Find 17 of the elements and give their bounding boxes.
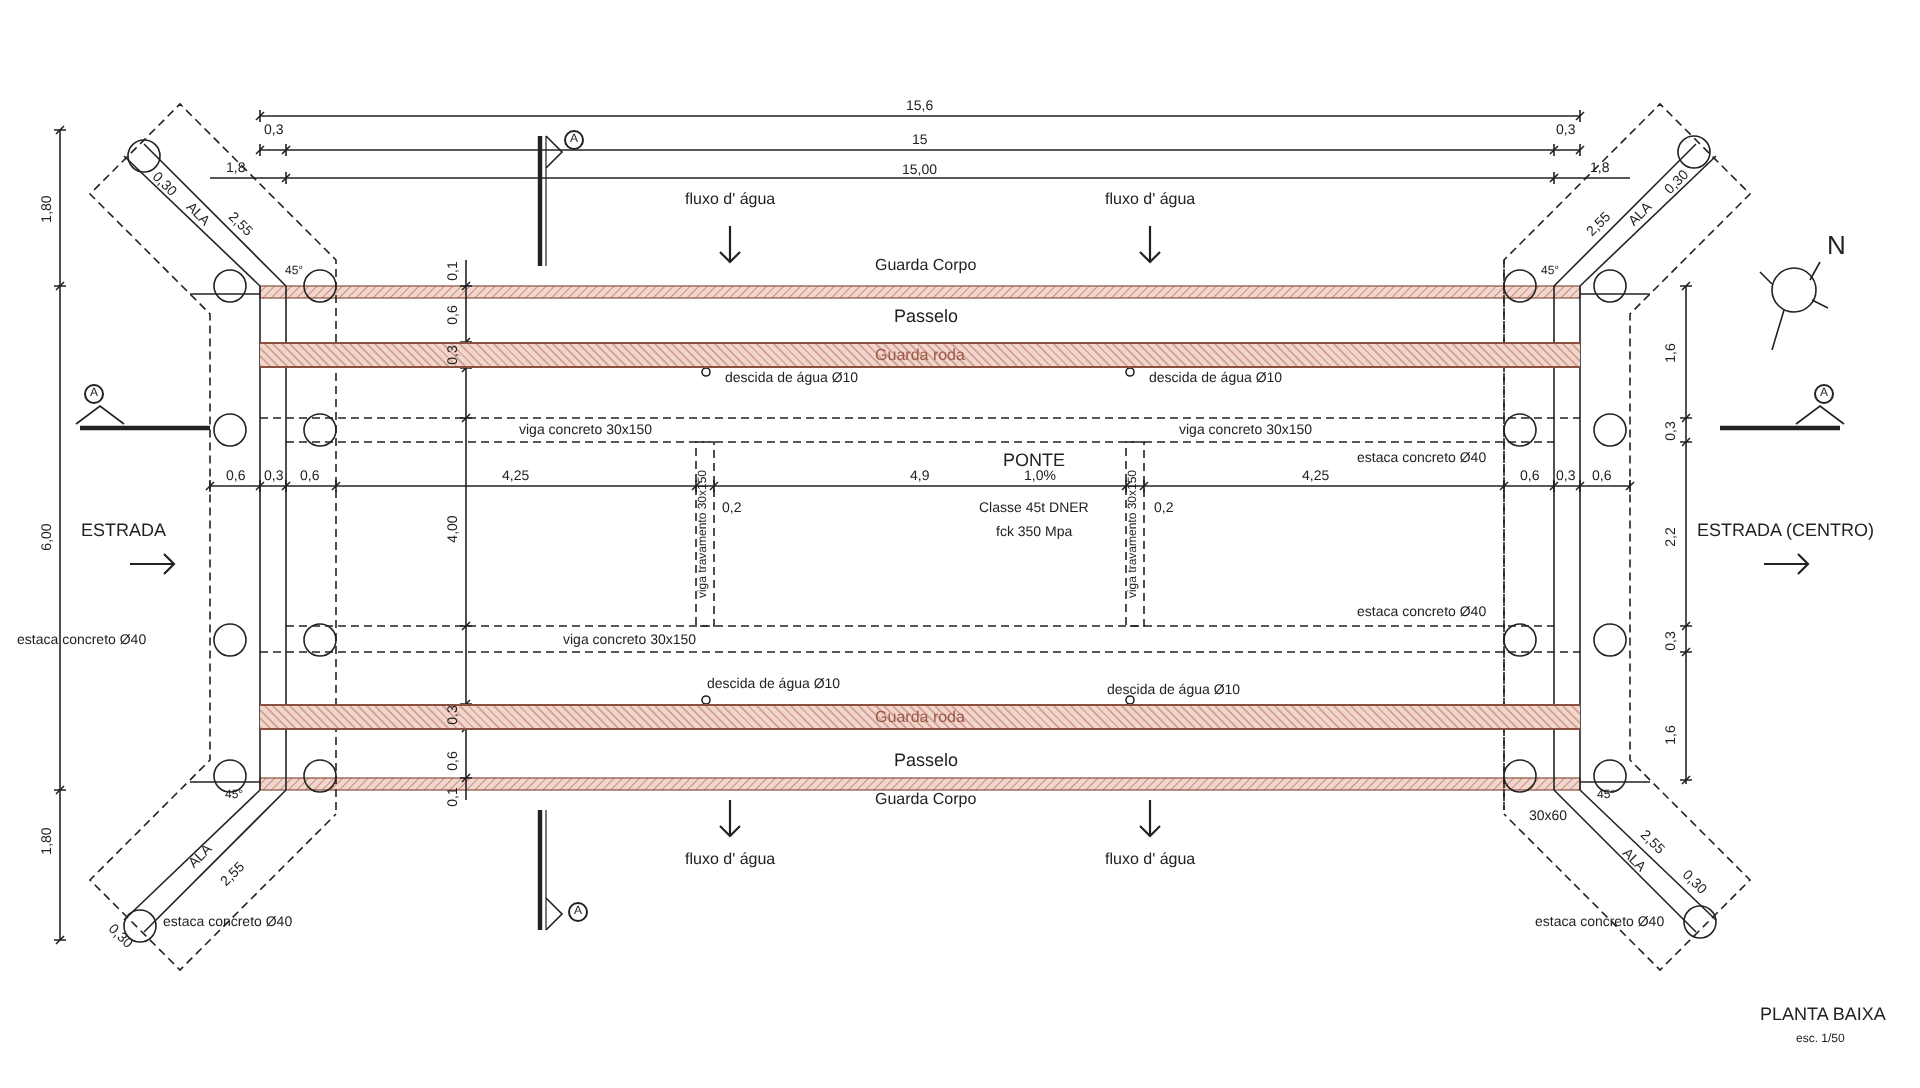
curb-band (260, 342, 1580, 368)
flow-label: fluxo d' água (1105, 852, 1196, 868)
flow-label: fluxo d' água (685, 852, 776, 868)
flow-label: fluxo d' água (685, 192, 776, 208)
part-label: Guarda Corpo (875, 792, 977, 808)
part-label: Passelo (894, 307, 959, 325)
road-label: ESTRADA (81, 521, 167, 539)
part-label: PONTE (1003, 451, 1066, 469)
north-label: N (1827, 231, 1846, 257)
part-label: Guarda Corpo (875, 258, 977, 274)
drawing-title: PLANTA BAIXA (1760, 1004, 1886, 1024)
band-label: Guarda roda (875, 346, 965, 364)
curb-band (260, 704, 1580, 730)
road-label: ESTRADA (CENTRO) (1697, 521, 1875, 539)
band-label: Guarda roda (875, 708, 965, 726)
flow-label: fluxo d' água (1105, 192, 1196, 208)
part-label: Passelo (894, 751, 959, 769)
